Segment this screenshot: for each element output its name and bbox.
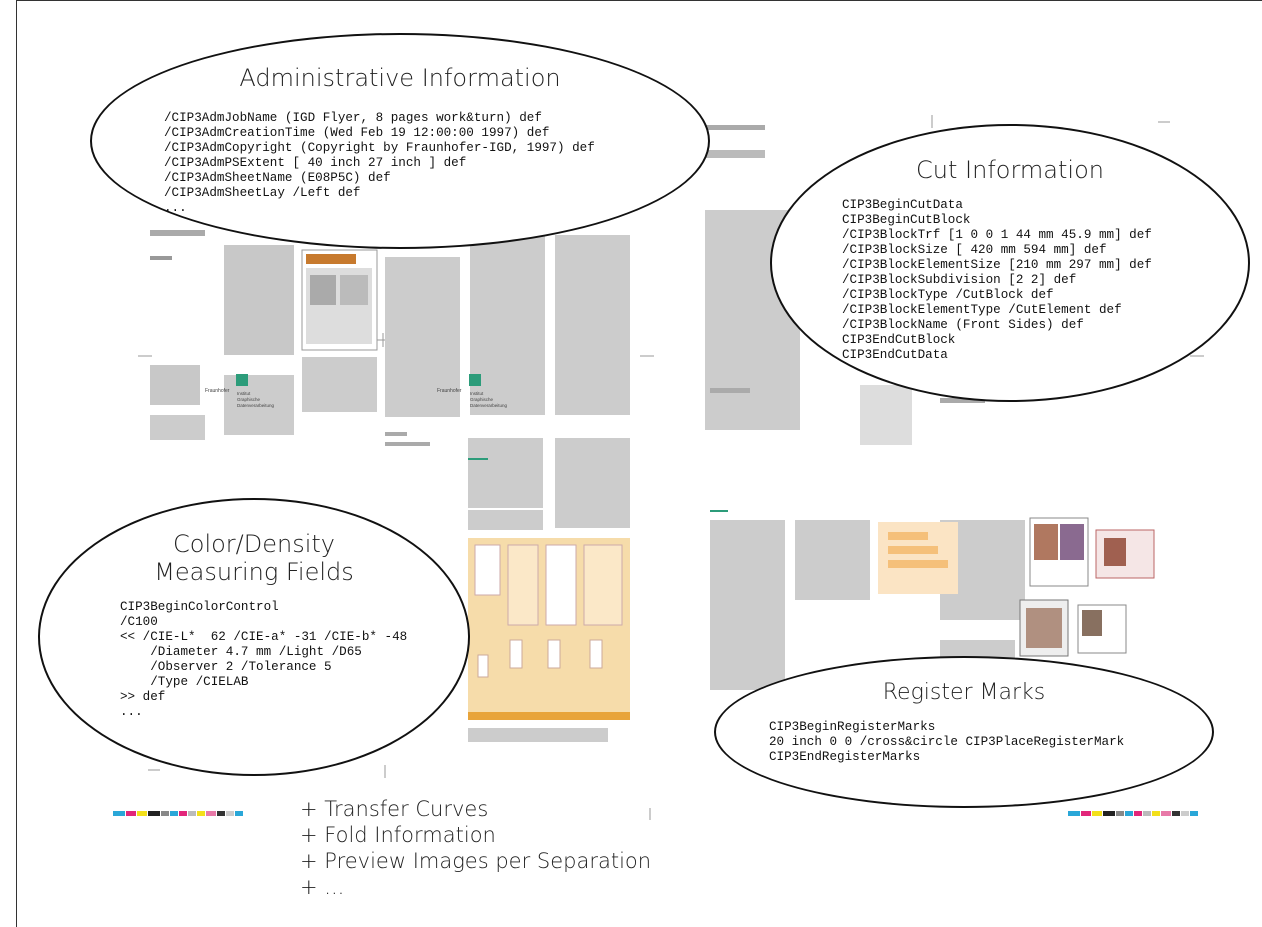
color-bar-left xyxy=(113,811,243,816)
title-line: Color/Density xyxy=(173,530,335,558)
color-bar-right xyxy=(1068,811,1198,816)
code-line: 20 inch 0 0 /cross&circle CIP3PlaceRegis… xyxy=(769,735,1125,749)
title-line: Measuring Fields xyxy=(154,558,354,587)
code-line: /C100 xyxy=(120,615,158,629)
code-line: /CIP3AdmSheetLay /Left def xyxy=(164,186,361,200)
code-line: /CIP3BlockName (Front Sides) def xyxy=(842,318,1084,332)
sheet-frame xyxy=(16,0,1262,927)
fraunhofer-logos: Fraunhofer Institut Graphische Datenvera… xyxy=(205,374,508,408)
color-density-code: CIP3BeginColorControl /C100 << /CIE-L* 6… xyxy=(120,600,407,720)
cut-info-ellipse xyxy=(770,124,1250,402)
code-line: /Type /CIELAB xyxy=(120,675,249,689)
code-line: /CIP3AdmSheetName (E08P5C) def xyxy=(164,171,391,185)
svg-text:Datenverarbeitung: Datenverarbeitung xyxy=(470,403,508,408)
svg-text:Graphische: Graphische xyxy=(237,397,261,402)
code-line: CIP3BeginCutBlock xyxy=(842,213,971,227)
svg-text:Institut: Institut xyxy=(237,391,251,396)
code-line: /CIP3BlockSubdivision [2 2] def xyxy=(842,273,1077,287)
register-marks-code: CIP3BeginRegisterMarks 20 inch 0 0 /cros… xyxy=(769,720,1124,765)
register-marks-title: Register Marks xyxy=(882,680,1046,705)
additional-features-list: + Transfer Curves + Fold Information + P… xyxy=(300,796,651,900)
color-density-ellipse xyxy=(38,498,470,776)
code-line: >> def xyxy=(120,690,166,704)
code-line: CIP3BeginColorControl xyxy=(120,600,279,614)
code-line: ... xyxy=(164,201,187,215)
svg-text:Datenverarbeitung: Datenverarbeitung xyxy=(237,403,275,408)
page-lower-right xyxy=(710,388,1155,700)
code-line: /CIP3AdmCreationTime (Wed Feb 19 12:00:0… xyxy=(164,126,550,140)
page-lower-middle xyxy=(385,432,630,742)
admin-info-code: /CIP3AdmJobName (IGD Flyer, 8 pages work… xyxy=(164,111,595,216)
code-line: CIP3EndCutBlock xyxy=(842,333,956,347)
code-line: << /CIE-L* 62 /CIE-a* -31 /CIE-b* -48 xyxy=(120,630,408,644)
svg-text:Institut: Institut xyxy=(470,391,484,396)
code-line: /CIP3BlockTrf [1 0 0 1 44 mm 45.9 mm] de… xyxy=(842,228,1152,242)
color-density-title: Color/Density Measuring Fields xyxy=(38,530,470,587)
code-line: CIP3EndCutData xyxy=(842,348,948,362)
admin-info-ellipse xyxy=(90,33,710,249)
register-marks-ellipse xyxy=(714,656,1214,808)
code-line: /CIP3BlockElementSize [210 mm 297 mm] de… xyxy=(842,258,1152,272)
code-line: /CIP3AdmPSExtent [ 40 inch 27 inch ] def xyxy=(164,156,467,170)
code-line: /CIP3BlockSize [ 420 mm 594 mm] def xyxy=(842,243,1107,257)
code-line: /CIP3AdmJobName (IGD Flyer, 8 pages work… xyxy=(164,111,542,125)
feature-item: + Preview Images per Separation xyxy=(300,849,652,873)
code-line: CIP3BeginCutData xyxy=(842,198,963,212)
feature-item: + Fold Information xyxy=(300,823,496,847)
code-line: CIP3BeginRegisterMarks xyxy=(769,720,936,734)
cut-info-code: CIP3BeginCutData CIP3BeginCutBlock /CIP3… xyxy=(842,198,1152,363)
svg-text:Graphische: Graphische xyxy=(470,397,494,402)
code-line: CIP3EndRegisterMarks xyxy=(769,750,921,764)
admin-info-title: Administrative Information xyxy=(239,64,561,92)
code-line: /CIP3BlockElementType /CutElement def xyxy=(842,303,1122,317)
svg-text:Fraunhofer: Fraunhofer xyxy=(437,388,462,394)
code-line: /CIP3BlockType /CutBlock def xyxy=(842,288,1054,302)
feature-item: + ... xyxy=(300,875,345,899)
svg-text:Fraunhofer: Fraunhofer xyxy=(205,388,230,394)
code-line: /CIP3AdmCopyright (Copyright by Fraunhof… xyxy=(164,141,595,155)
code-line: ... xyxy=(120,705,143,719)
cut-info-title: Cut Information xyxy=(916,156,1104,184)
page-upper-left xyxy=(150,230,630,440)
feature-item: + Transfer Curves xyxy=(300,797,489,821)
code-line: /Observer 2 /Tolerance 5 xyxy=(120,660,332,674)
code-line: /Diameter 4.7 mm /Light /D65 xyxy=(120,645,362,659)
